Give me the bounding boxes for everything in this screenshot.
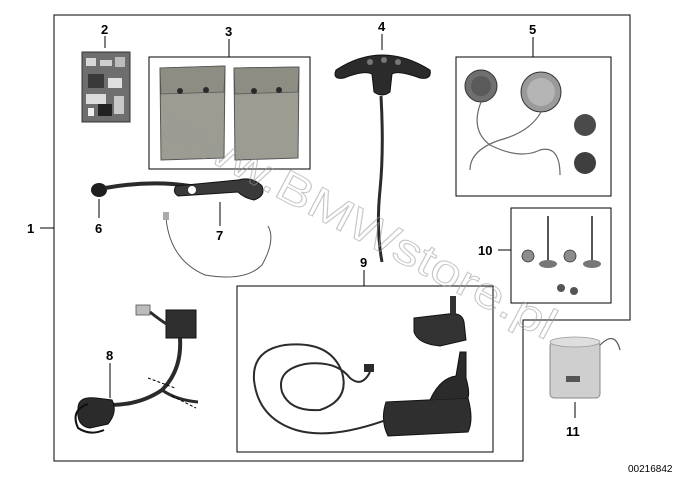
part-10-mounting-hardware	[521, 216, 601, 295]
part-label-11: 11	[566, 424, 580, 439]
watermark-text: www.BMWstore.pl	[152, 99, 565, 349]
part-label-1: 1	[27, 221, 34, 236]
part-label-8: 8	[106, 348, 113, 363]
part-5-speakers	[464, 69, 596, 176]
part-label-5: 5	[529, 22, 536, 37]
part-label-7: 7	[216, 228, 223, 243]
box-part-10	[510, 207, 612, 304]
part-11-battery-pack	[549, 336, 621, 399]
part-2-circuit-board	[81, 51, 131, 123]
part-7-wrench-and-wire	[163, 178, 272, 278]
part-4-remote-control	[334, 54, 431, 263]
part-label-4: 4	[378, 19, 386, 34]
part-9-charger	[252, 296, 472, 437]
diagram-reference-number: 00216842	[628, 464, 673, 475]
box-part-9	[236, 285, 494, 453]
part-3-pouches	[159, 65, 300, 161]
part-label-3: 3	[225, 24, 232, 39]
part-label-2: 2	[101, 22, 108, 37]
part-label-10: 10	[478, 243, 492, 258]
leader-lines	[40, 34, 576, 418]
main-outline-frame	[53, 14, 631, 462]
part-labels: 1 2 3 4 5 6 7 8 9 10 11	[27, 19, 580, 439]
part-8-wiring-harness	[74, 304, 199, 434]
part-label-6: 6	[95, 221, 102, 236]
part-label-9: 9	[360, 255, 367, 270]
